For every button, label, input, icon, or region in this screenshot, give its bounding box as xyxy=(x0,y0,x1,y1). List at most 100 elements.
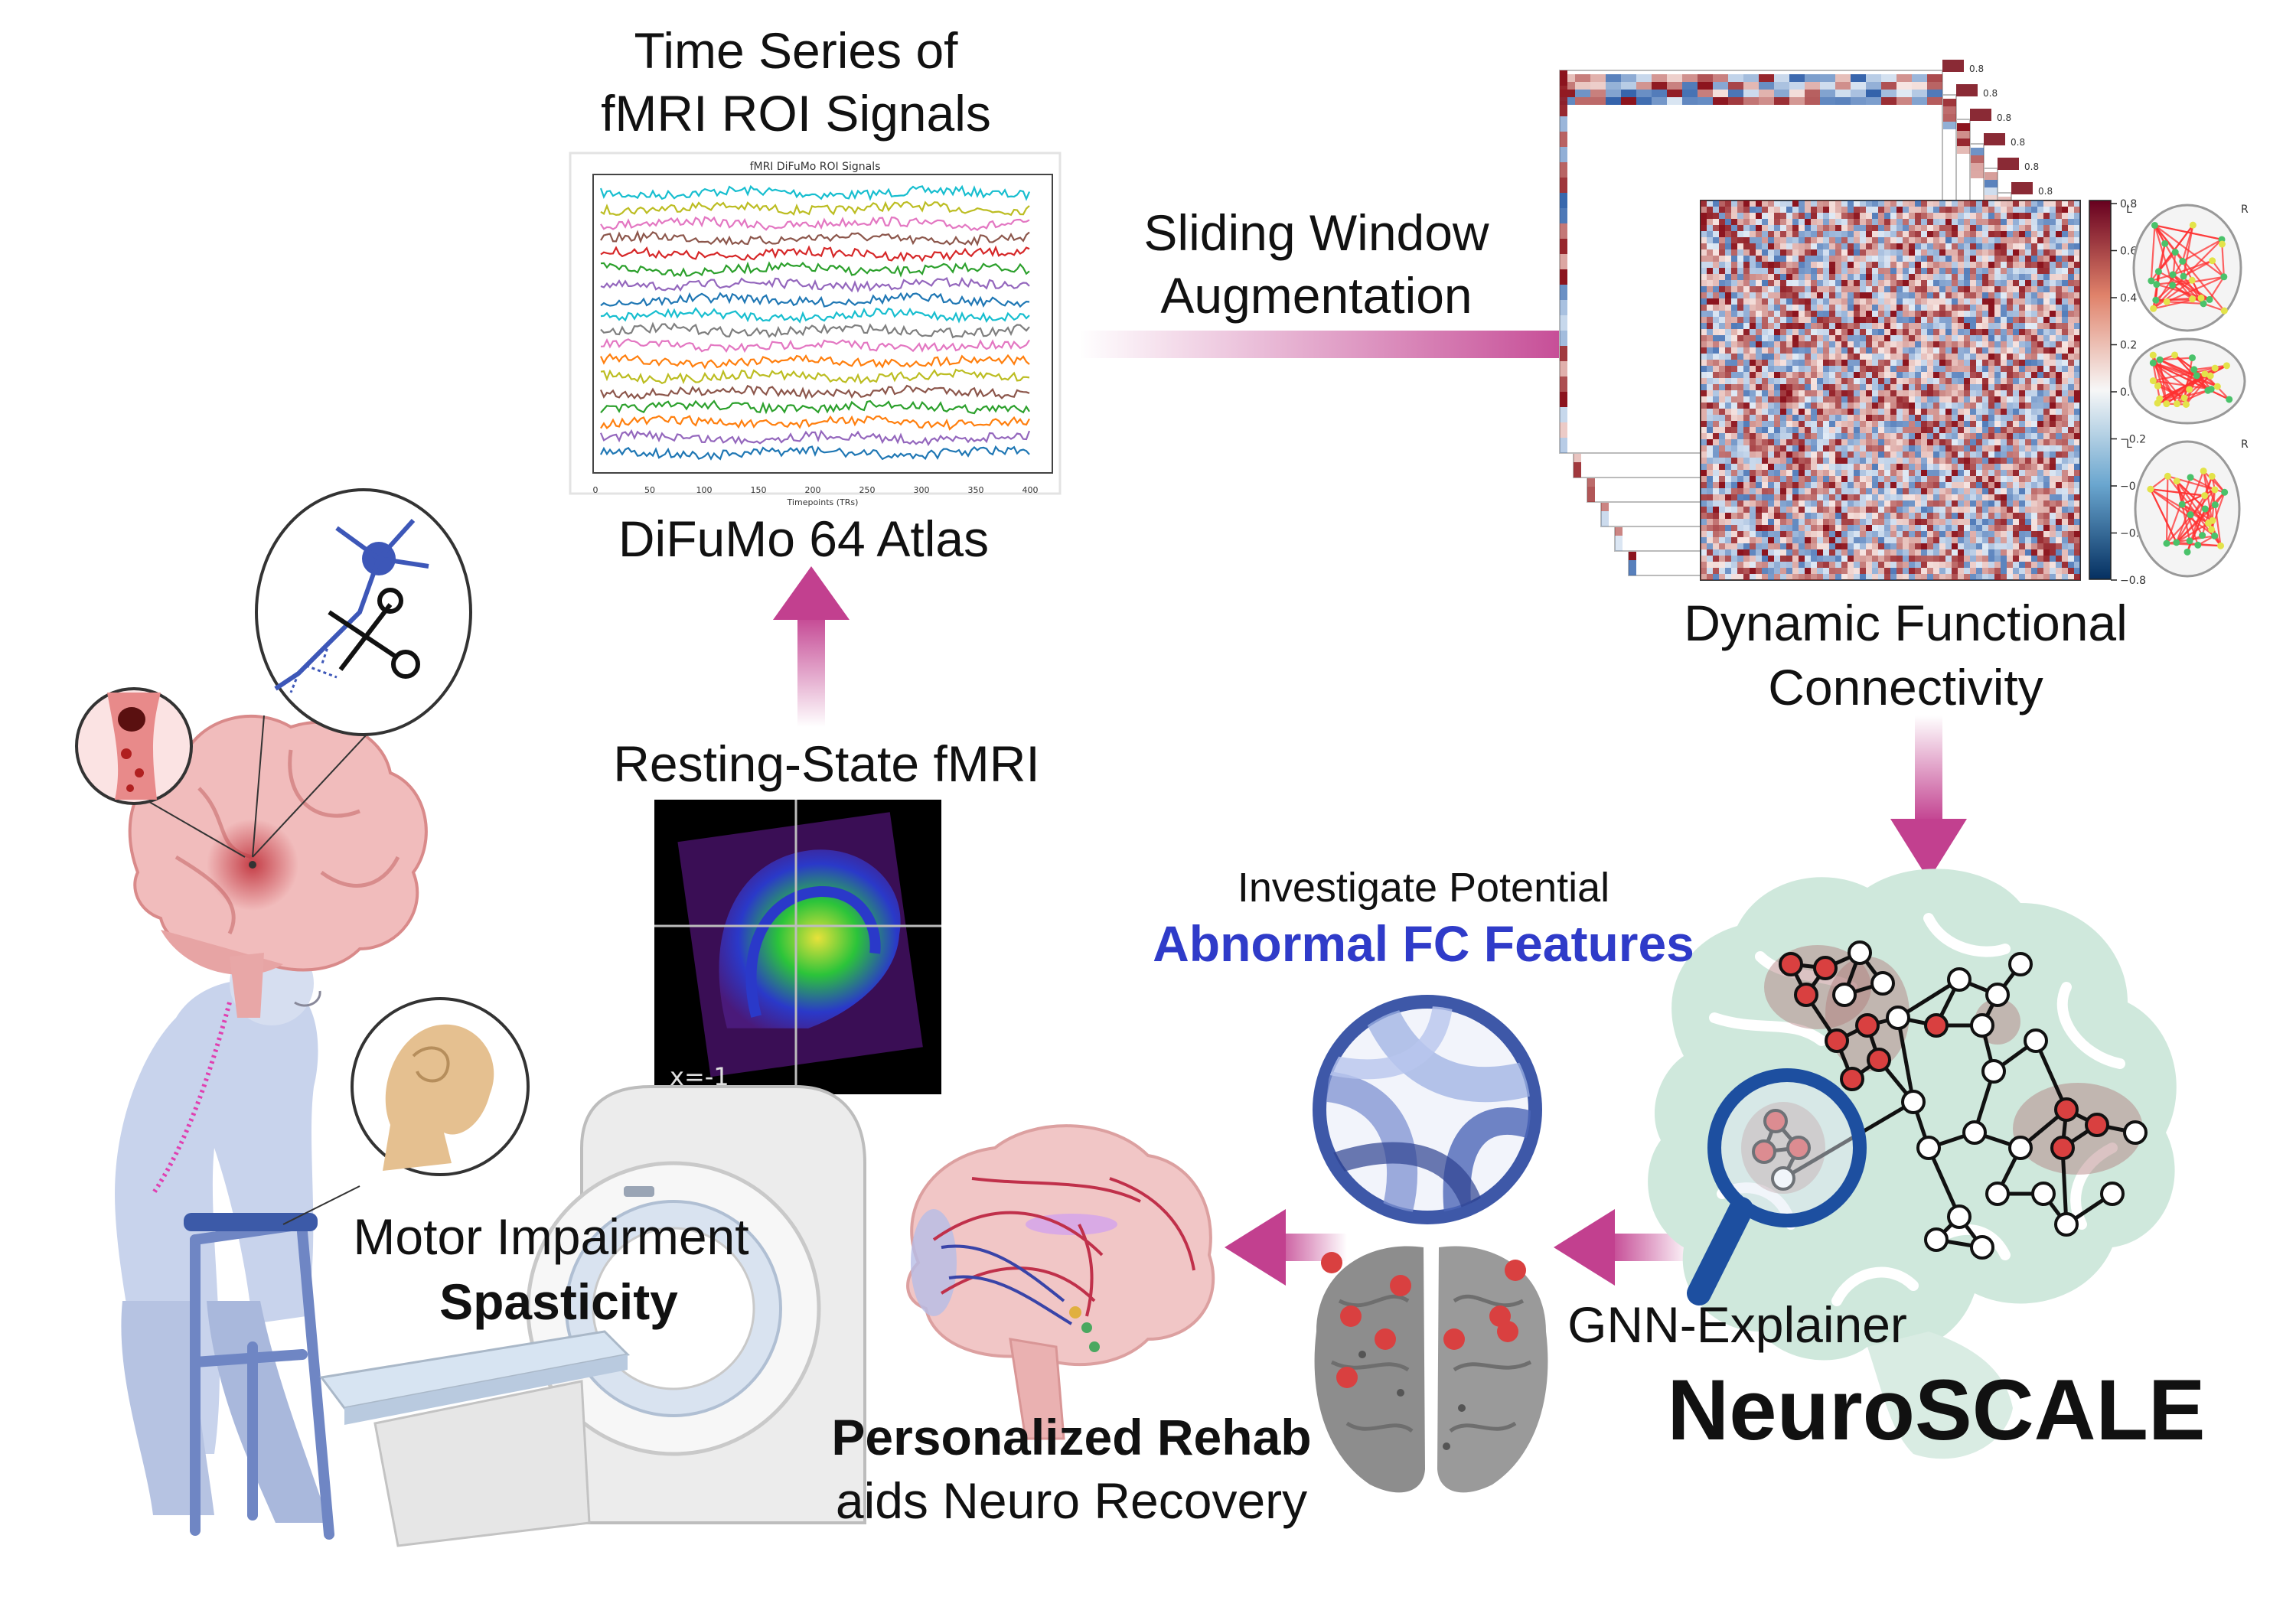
fc-cell xyxy=(2050,525,2056,531)
fc-cell xyxy=(1701,421,1707,427)
fc-cell xyxy=(1945,415,1952,421)
fc-cell xyxy=(1921,488,1927,494)
fc-cell xyxy=(2025,225,2031,231)
fc-cell xyxy=(2056,378,2062,384)
fc-cell xyxy=(1860,286,1866,292)
fc-cell xyxy=(2019,409,2025,415)
fc-cell xyxy=(1841,243,1848,249)
fc-cell xyxy=(2037,451,2043,458)
fc-cell xyxy=(2056,366,2062,372)
fc-cell xyxy=(1774,415,1780,421)
fc-cell xyxy=(2025,292,2031,298)
fc-cell xyxy=(1725,305,1731,311)
fc-cell xyxy=(1872,451,1878,458)
fc-cell xyxy=(1884,354,1890,360)
fc-cell xyxy=(1799,519,1805,525)
fc-cell xyxy=(2013,488,2019,494)
fc-cell xyxy=(2001,323,2007,329)
fc-cell xyxy=(1636,97,1652,105)
fc-cell xyxy=(1701,213,1707,219)
fc-cell xyxy=(1823,225,1829,231)
fc-cell xyxy=(1939,323,1945,329)
fc-cell xyxy=(1737,421,1743,427)
fc-cell xyxy=(1725,329,1731,335)
fc-cell xyxy=(1811,458,1817,464)
fc-cell xyxy=(1768,323,1774,329)
glass-brain-node xyxy=(2204,386,2212,394)
glass-brain-node xyxy=(2220,273,2228,281)
fc-cell xyxy=(1799,445,1805,451)
fc-cell xyxy=(2031,213,2037,219)
fc-cell xyxy=(1701,445,1707,451)
fc-cell xyxy=(1896,90,1912,97)
fc-cell xyxy=(2019,262,2025,268)
fc-cell xyxy=(1866,568,1872,574)
fc-cell xyxy=(1728,97,1743,105)
fc-cell xyxy=(1719,568,1725,574)
fc-cell xyxy=(1896,396,1903,403)
fc-cell xyxy=(1970,286,1976,292)
fc-cell xyxy=(1829,274,1835,280)
fc-cell xyxy=(1921,280,1927,286)
fc-cell xyxy=(1890,507,1896,513)
fc-cell xyxy=(1952,537,1958,543)
fc-cell xyxy=(1994,274,2001,280)
fc-cell xyxy=(1780,231,1786,237)
fc-cell xyxy=(1750,415,1756,421)
fc-cell xyxy=(1731,225,1737,231)
fc-cell xyxy=(2025,396,2031,403)
fc-cell xyxy=(1701,323,1707,329)
fc-cell xyxy=(1939,317,1945,323)
fc-cell xyxy=(1921,507,1927,513)
glass-brain-edge xyxy=(2176,481,2199,546)
fc-cell xyxy=(1743,415,1750,421)
fc-cell xyxy=(1756,433,1762,439)
fc-cell xyxy=(2050,311,2056,317)
fc-cell xyxy=(1792,513,1799,519)
fc-cell xyxy=(2031,519,2037,525)
fc-cell xyxy=(1994,298,2001,305)
fc-cell xyxy=(1792,207,1799,213)
fc-cell xyxy=(1768,396,1774,403)
fc-cell xyxy=(2001,519,2007,525)
fc-cell xyxy=(1743,525,1750,531)
fc-cell xyxy=(2025,231,2031,237)
fc-cell xyxy=(1890,329,1896,335)
fc-cell xyxy=(1878,482,1884,488)
fc-cell xyxy=(1958,390,1964,396)
fc-cell xyxy=(1964,262,1970,268)
fc-cell xyxy=(1958,341,1964,347)
fc-cell xyxy=(2031,341,2037,347)
fc-cell xyxy=(1976,372,1982,378)
fc-cell xyxy=(2056,298,2062,305)
fc-cell xyxy=(1878,390,1884,396)
fc-cell xyxy=(1792,231,1799,237)
fc-cell xyxy=(1817,274,1823,280)
fc-cell xyxy=(1915,237,1921,243)
fc-cell xyxy=(2062,531,2068,537)
fc-cell xyxy=(1835,249,1841,256)
fc-cell xyxy=(2025,298,2031,305)
fc-cell xyxy=(1903,409,1909,415)
fc-cell xyxy=(1750,268,1756,274)
fc-cell xyxy=(2031,286,2037,292)
fc-cell xyxy=(1909,347,1915,354)
fc-cell xyxy=(1737,207,1743,213)
fc-cell xyxy=(1927,537,1933,543)
fc-cell xyxy=(1866,329,1872,335)
fc-cell xyxy=(1743,317,1750,323)
signal-plot-xlabel: Timepoints (TRs) xyxy=(787,497,859,507)
fc-cell xyxy=(1964,347,1970,354)
fc-cell xyxy=(2037,311,2043,317)
fc-cell xyxy=(1799,237,1805,243)
arrow-left-to-rehab xyxy=(1225,1209,1347,1286)
fc-cell xyxy=(2013,513,2019,519)
fc-cell xyxy=(1786,488,1792,494)
fc-cell xyxy=(1958,280,1964,286)
glass-brain-node xyxy=(2211,532,2219,539)
fc-cell xyxy=(1866,543,1872,549)
fc-cell xyxy=(1927,200,1933,207)
fc-cell xyxy=(1854,200,1860,207)
fc-cell xyxy=(1835,256,1841,262)
fc-cell xyxy=(1774,329,1780,335)
